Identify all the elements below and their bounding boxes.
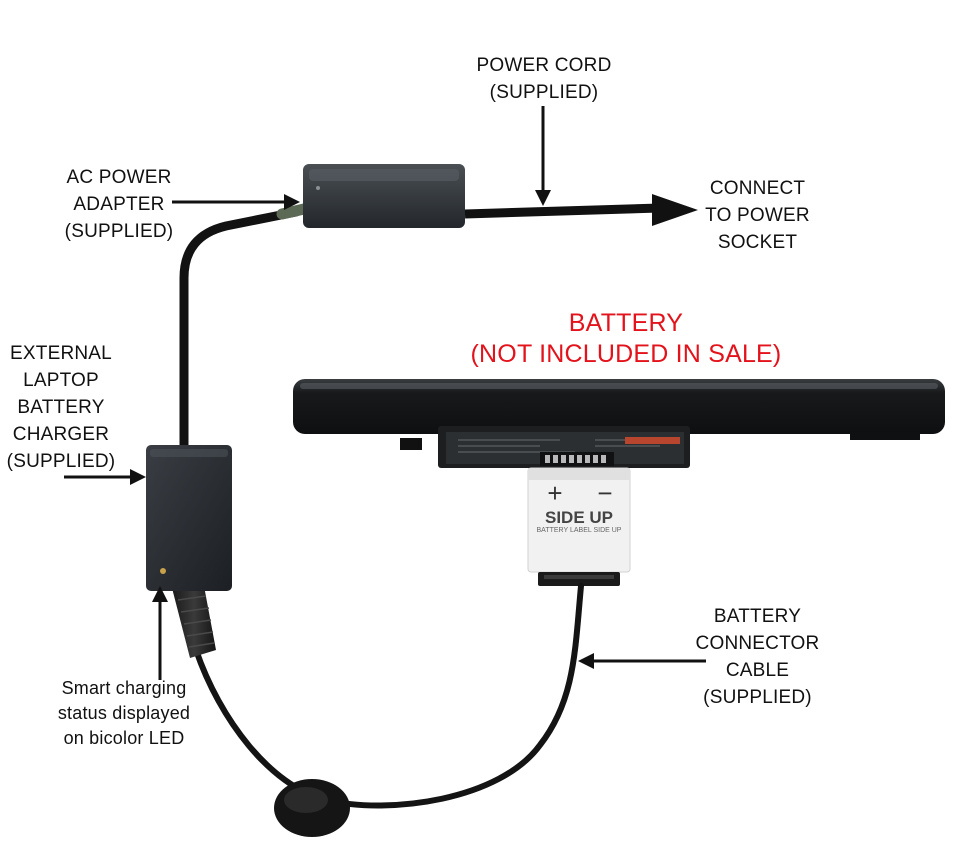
charger-plug <box>172 586 216 658</box>
connect-socket-label-line-2: TO POWER <box>705 205 810 226</box>
ferrite-bead <box>274 779 350 837</box>
smart-led-label-line-2: status displayed <box>57 703 191 723</box>
battery-title: BATTERY (NOT INCLUDED IN SALE) <box>466 308 786 370</box>
ac-power-adapter-label-line-3: (SUPPLIED) <box>64 221 174 242</box>
external-charger-label-line-1: EXTERNAL <box>10 343 112 364</box>
power-cord <box>464 203 661 219</box>
arrow-right-icon <box>172 194 300 210</box>
ac-power-adapter-label-line-2: ADAPTER <box>73 194 165 215</box>
connector-cable-label-line-1: BATTERY <box>713 606 802 627</box>
power-cord-label-line-2: (SUPPLIED) <box>489 82 599 103</box>
connector-cable-label-line-3: CABLE <box>725 660 790 681</box>
adapter-strain-relief <box>276 203 310 220</box>
connector-minus-sign: − <box>597 478 613 508</box>
arrow-right-icon <box>64 469 146 485</box>
arrow-up-icon <box>152 586 168 680</box>
connector-cable-label-line-4: (SUPPLIED) <box>703 687 812 708</box>
battery-connector-cable <box>193 583 584 809</box>
smart-led-label: Smart charging status displayed on bicol… <box>44 676 204 751</box>
external-charger-label: EXTERNAL LAPTOP BATTERY CHARGER (SUPPLIE… <box>0 340 122 475</box>
external-charger-label-line-2: LAPTOP <box>23 370 99 391</box>
connect-socket-label-line-1: CONNECT <box>709 178 806 199</box>
connector-cable-label: BATTERY CONNECTOR CABLE (SUPPLIED) <box>690 603 825 711</box>
ac-power-adapter-label: AC POWER ADAPTER (SUPPLIED) <box>44 164 194 245</box>
external-charger-label-line-3: BATTERY <box>17 397 105 418</box>
connector-side-up-text: SIDE UP <box>544 508 614 527</box>
laptop-battery <box>293 379 945 468</box>
battery-title-line-2: (NOT INCLUDED IN SALE) <box>470 340 782 368</box>
external-charger-label-line-4: CHARGER <box>12 424 110 445</box>
connector-sub-text: BATTERY LABEL SIDE UP <box>536 527 622 534</box>
ac-power-adapter-label-line-1: AC POWER <box>66 167 172 188</box>
power-cord-label-line-1: POWER CORD <box>476 55 612 76</box>
arrow-down-icon <box>535 106 551 206</box>
connector-cable-label-line-2: CONNECTOR <box>695 633 820 654</box>
battery-connector <box>527 467 631 586</box>
arrow-left-icon <box>578 653 706 669</box>
connector-plus-sign: + <box>547 478 563 508</box>
adapter-output-cable <box>179 207 301 452</box>
external-battery-charger <box>146 445 232 591</box>
power-cord-arrow-head <box>652 194 698 226</box>
smart-led-label-line-1: Smart charging <box>61 678 187 698</box>
smart-led-label-line-3: on bicolor LED <box>63 728 185 748</box>
connect-socket-label-line-3: SOCKET <box>717 232 798 253</box>
led-icon <box>160 568 166 574</box>
external-charger-label-line-5: (SUPPLIED) <box>6 451 116 472</box>
connect-socket-label: CONNECT TO POWER SOCKET <box>700 175 815 256</box>
power-cord-label: POWER CORD (SUPPLIED) <box>444 52 644 106</box>
battery-title-line-1: BATTERY <box>568 309 684 337</box>
